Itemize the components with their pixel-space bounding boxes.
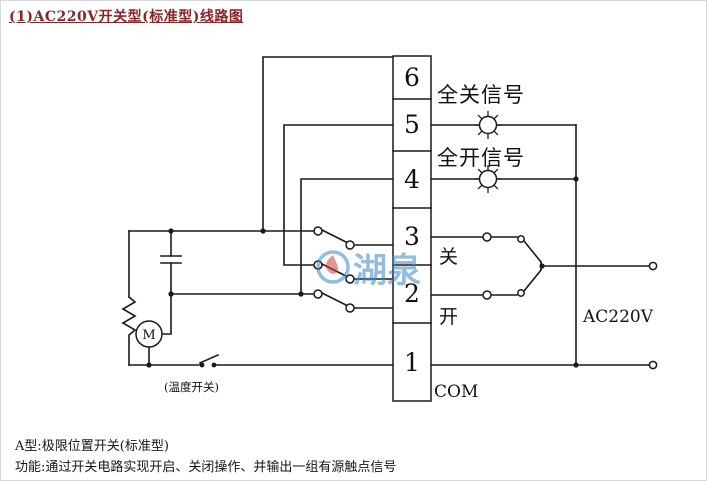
terminal-number: 1 — [404, 348, 420, 377]
power-terminal-live — [648, 261, 658, 271]
watermark-logo-icon — [316, 250, 350, 284]
lamp-closed-icon — [473, 110, 503, 140]
motor-icon: M — [135, 320, 163, 348]
com-label: COM — [434, 382, 478, 402]
temp-switch-label: (温度开关) — [164, 380, 219, 394]
close-label: 关 — [439, 246, 458, 268]
open-label: 开 — [439, 306, 458, 328]
open-contact-icon — [482, 289, 525, 300]
page-title: (1)AC220V开关型(标准型)线路图 — [9, 9, 244, 25]
terminal-number: 5 — [404, 110, 420, 139]
terminal-strip: 6 5 4 3 2 1 — [392, 55, 432, 402]
terminal-number: 2 — [404, 279, 420, 308]
terminal-number: 4 — [404, 165, 420, 194]
signal-open-label: 全开信号 — [437, 146, 525, 170]
motor-label: M — [142, 328, 155, 343]
terminal-number: 3 — [404, 222, 420, 251]
lamp-open-icon — [473, 164, 503, 194]
function-note: 功能:通过开关电路实现开启、关闭操作、并输出一组有源触点信号 — [15, 460, 397, 475]
terminal-number: 6 — [404, 63, 420, 92]
watermark-text: 湖泉 — [353, 251, 421, 291]
type-note: A型:极限位置开关(标准型) — [15, 439, 169, 454]
power-terminal-neutral — [648, 360, 658, 370]
close-contact-icon — [482, 232, 525, 243]
watermark: 湖泉 — [316, 250, 421, 291]
power-label: AC220V — [582, 307, 654, 327]
temp-switch-icon — [198, 353, 220, 368]
signal-closed-label: 全关信号 — [437, 83, 525, 107]
capacitor-icon — [160, 255, 182, 264]
wires — [121, 56, 650, 368]
